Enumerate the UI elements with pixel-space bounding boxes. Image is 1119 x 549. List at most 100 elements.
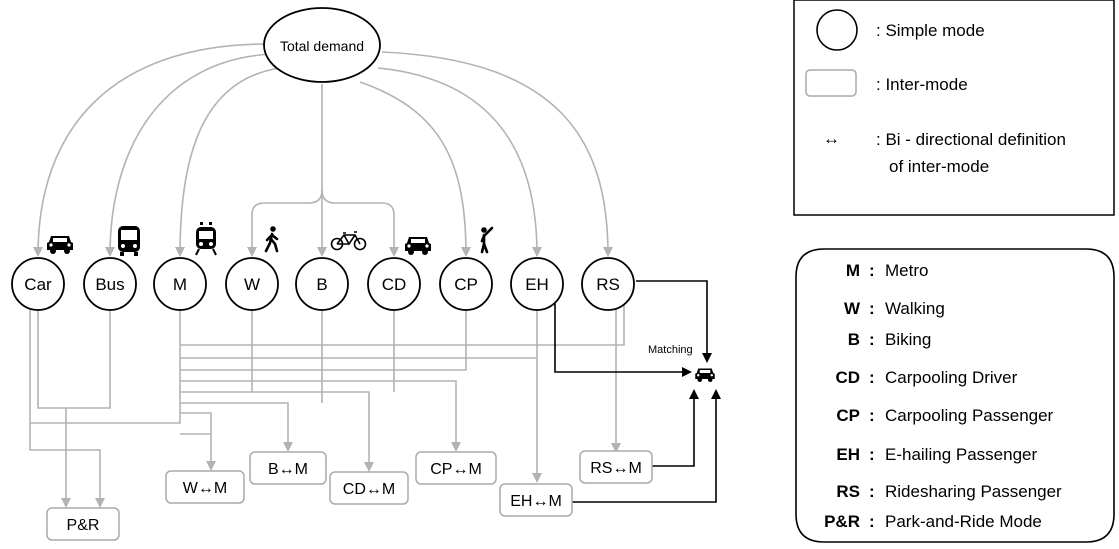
bus-icon (118, 226, 140, 256)
legend-bidir-line2: of inter-mode (889, 157, 989, 176)
legend: : Simple mode : Inter-mode ↔ : Bi - dire… (793, 0, 1115, 216)
abbr-colon: : (869, 330, 875, 349)
inter-cpm-label: CP↔M (430, 461, 482, 478)
abbr-value: Biking (885, 330, 931, 349)
inter-pr: P&R (46, 507, 120, 541)
edge-root-bus (105, 53, 273, 257)
car-icon (47, 236, 73, 254)
mode-icons (47, 222, 494, 256)
inter-ehm: EH↔M (499, 483, 573, 517)
abbr-key: CD (835, 368, 860, 387)
mode-node-car: Car (11, 257, 65, 311)
matching-node: Matching (648, 344, 715, 382)
abbr-value: E-hailing Passenger (885, 445, 1037, 464)
abbr-colon: : (869, 445, 875, 464)
mode-node-cd: CD (367, 257, 421, 311)
edge-root-metro (175, 67, 281, 257)
inter-cpm: CP↔M (415, 451, 497, 485)
inter-pr-label: P&R (67, 517, 100, 534)
mode-label-cd: CD (382, 275, 407, 294)
abbr-colon: : (869, 368, 875, 387)
abbr-colon: : (869, 406, 875, 425)
mode-label-cp: CP (454, 275, 478, 294)
mode-node-metro: M (153, 257, 207, 311)
mode-label-metro: M (173, 275, 187, 294)
mode-label-rs: RS (596, 275, 620, 294)
mode-node-bus: Bus (83, 257, 137, 311)
inter-wm-label: W↔M (183, 480, 227, 497)
legend-simple-mode: : Simple mode (876, 21, 985, 40)
mode-label-bike: B (316, 275, 327, 294)
mode-node-bike: B (295, 257, 349, 311)
legend-circle-icon (816, 9, 858, 51)
abbr-row: CD: Carpooling Driver (835, 368, 1017, 387)
inter-cdm: CD↔M (329, 471, 409, 505)
matching-label: Matching (648, 344, 693, 356)
inter-wm: W↔M (165, 470, 245, 504)
abbr-row: M: Metro (846, 261, 929, 280)
abbr-key: M (846, 261, 860, 280)
abbr-value: Metro (885, 261, 928, 280)
mode-label-bus: Bus (95, 275, 124, 294)
edge-root-rs (381, 51, 613, 257)
mode-label-eh: EH (525, 275, 549, 294)
hailing-person-icon (480, 226, 494, 254)
abbr-row: W: Walking (844, 299, 945, 318)
inter-rsm: RS↔M (579, 450, 653, 484)
abbr-colon: : (869, 261, 875, 280)
abbr-colon: : (869, 299, 875, 318)
mode-node-walk: W (225, 257, 279, 311)
abbr-value: Carpooling Driver (885, 368, 1018, 387)
abbr-key: W (844, 299, 861, 318)
inter-cdm-label: CD↔M (343, 481, 395, 498)
abbr-row: RS: Ridesharing Passenger (836, 482, 1062, 501)
inter-ehm-label: EH↔M (510, 493, 562, 510)
train-icon (195, 222, 217, 256)
mode-node-eh: EH (510, 257, 564, 311)
mode-node-rs: RS (581, 257, 635, 311)
abbr-value: Carpooling Passenger (885, 406, 1054, 425)
abbr-value: Walking (885, 299, 945, 318)
abbr-row: B: Biking (848, 330, 932, 349)
abbr-key: RS (836, 482, 860, 501)
edge-root-cp (359, 81, 471, 257)
abbr-row: EH: E-hailing Passenger (836, 445, 1037, 464)
edge-root-car (33, 43, 269, 257)
bicycle-icon (330, 231, 367, 251)
abbr-colon: : (869, 482, 875, 501)
legend-bidir-symbol: ↔ (823, 129, 840, 148)
abbr-row: P&R: Park-and-Ride Mode (824, 512, 1042, 531)
abbr-value: Ridesharing Passenger (885, 482, 1062, 501)
root-edges (33, 43, 613, 257)
edge-root-trunk (247, 84, 323, 257)
root-label: Total demand (280, 38, 364, 54)
abbr-key: B (848, 330, 860, 349)
abbr-key: P&R (824, 512, 860, 531)
legend-inter-mode: : Inter-mode (876, 75, 968, 94)
inter-mode-boxes: P&R W↔M B↔M CD↔M CP↔M EH↔M RS↔M (46, 450, 653, 541)
abbr-colon: : (869, 512, 875, 531)
abbr-key: CP (836, 406, 860, 425)
mode-nodes: Car Bus M W B CD CP EH RS (11, 257, 635, 311)
abbr-value: Park-and-Ride Mode (885, 512, 1042, 531)
inter-edges (29, 290, 625, 508)
inter-rsm-label: RS↔M (590, 460, 642, 477)
legend-box-icon (805, 69, 857, 97)
mode-node-cp: CP (439, 257, 493, 311)
car-icon (405, 237, 431, 255)
mode-label-walk: W (244, 275, 260, 294)
walking-person-icon (264, 226, 279, 253)
inter-bm: B↔M (249, 451, 327, 485)
root-node: Total demand (263, 7, 381, 83)
inter-bm-label: B↔M (268, 461, 308, 478)
legend-bidir-line1: : Bi - directional definition (876, 130, 1066, 149)
car-icon (695, 368, 715, 382)
edge-root-eh (377, 67, 542, 257)
abbr-key: EH (836, 445, 860, 464)
abbr-row: CP: Carpooling Passenger (836, 406, 1053, 425)
edge-trunk-cd (321, 189, 399, 257)
mode-label-car: Car (24, 275, 52, 294)
